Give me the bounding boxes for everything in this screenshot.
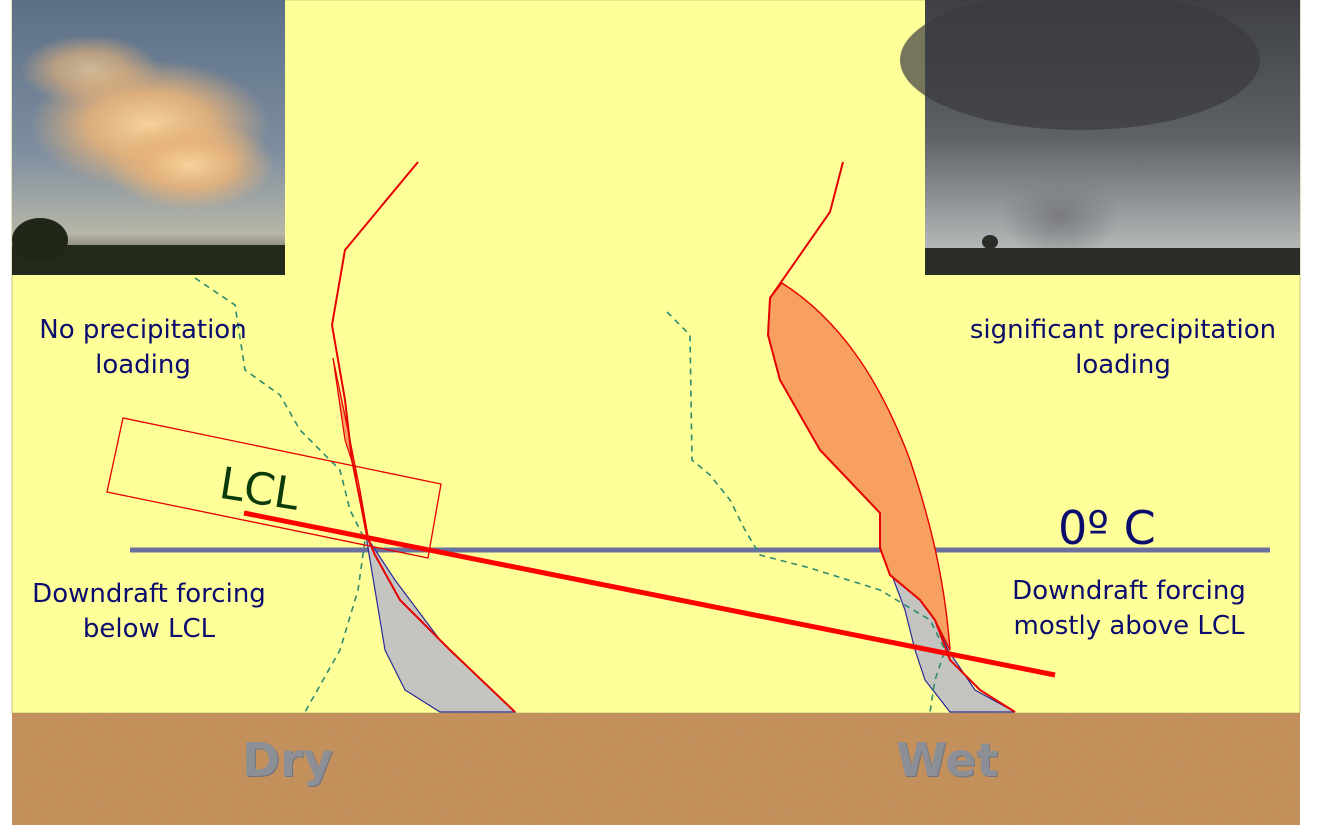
dry-temperature-profile: [330, 161, 516, 713]
wet-downdraft-label-line1: Downdraft forcing: [1012, 576, 1246, 606]
lcl-line: [243, 510, 1056, 678]
wet-precipitation-label: significant precipitation loading: [944, 313, 1302, 383]
wet-dewpoint-profile: [666, 311, 946, 713]
wet-downdraft-label-line2: mostly above LCL: [1013, 611, 1245, 641]
dry-precipitation-label: No precipitation loading: [12, 313, 274, 383]
dry-downdraft-label-line2: below LCL: [82, 614, 216, 644]
wet-precipitation-label-line1: significant precipitation: [969, 315, 1277, 345]
dry-negative-area: [365, 535, 517, 713]
wet-downdraft-label: Downdraft forcing mostly above LCL: [980, 574, 1278, 644]
wet-precipitation-label-line2: loading: [1075, 350, 1171, 380]
dry-downdraft-label-line1: Downdraft forcing: [32, 579, 266, 609]
ground-dry-label: Dry: [242, 733, 333, 787]
dry-downdraft-label: Downdraft forcing below LCL: [12, 577, 286, 647]
ground-wet-label: Wet: [896, 733, 999, 787]
freezing-level-label: 0º C: [1058, 501, 1156, 555]
rain-shaft-photo: [900, 0, 1300, 275]
dry-precipitation-label-line2: loading: [95, 350, 191, 380]
dry-precipitation-label-line1: No precipitation: [39, 315, 247, 345]
dry-sounding: [194, 161, 517, 713]
dry-dewpoint-profile: [194, 277, 366, 713]
ground: [12, 713, 1300, 825]
lcl-label-box: [106, 417, 442, 559]
sunset-cloud-photo: [12, 0, 285, 275]
